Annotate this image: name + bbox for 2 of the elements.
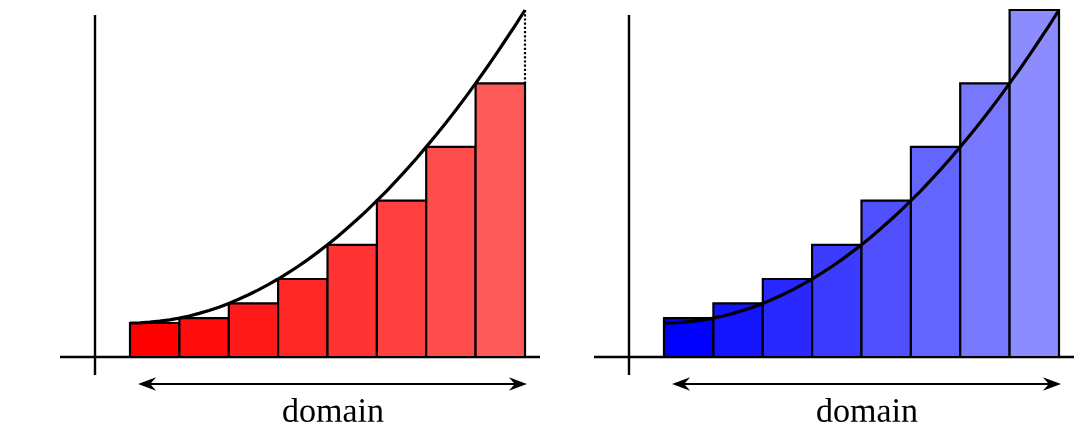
dimension-label: domain: [817, 398, 918, 422]
dimension-label: domain: [283, 398, 384, 422]
